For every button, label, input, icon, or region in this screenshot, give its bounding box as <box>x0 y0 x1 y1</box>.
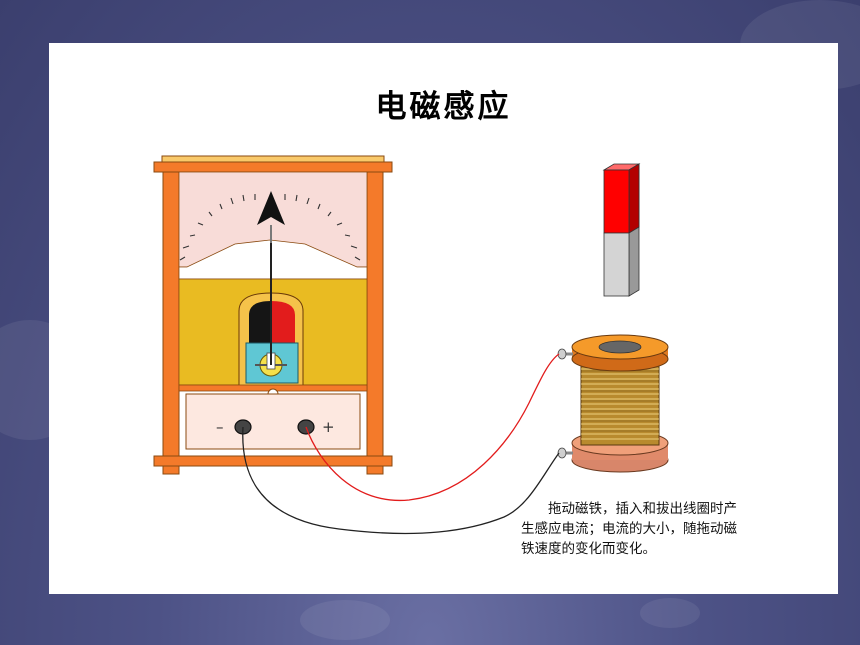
galvanometer-right-pillar <box>366 171 384 467</box>
horseshoe-magnet-black-pole <box>249 301 271 343</box>
galvanometer-top-bar <box>153 161 393 173</box>
galvanometer-top-cap <box>161 155 385 163</box>
black-wire <box>242 426 560 535</box>
galvanometer-bottom-bar <box>153 455 393 467</box>
coil-bottom-terminal <box>557 447 573 459</box>
galvanometer: – + <box>153 155 393 475</box>
magnet-north-pole <box>603 169 630 234</box>
slide: 电磁感应 <box>49 43 838 594</box>
dial-scale-ticks <box>179 194 361 261</box>
caption-text: 拖动磁铁，插入和拔出线圈时产生感应电流；电流的大小，随拖动磁铁速度的变化而变化。 <box>521 501 737 557</box>
horseshoe-magnet-red-pole <box>271 301 295 343</box>
slide-title: 电磁感应 <box>375 89 512 125</box>
plus-label: + <box>322 418 335 436</box>
minus-label: – <box>216 418 224 436</box>
magnet-south-pole <box>603 232 630 297</box>
coil-core-opening <box>598 340 642 354</box>
coil-top-terminal <box>557 348 573 360</box>
red-wire <box>305 353 560 501</box>
electromagnetic-induction-diagram: – + <box>153 155 669 535</box>
bar-magnet[interactable] <box>602 163 641 297</box>
needle-arrow-icon <box>257 191 285 225</box>
coil <box>557 334 669 473</box>
galvanometer-left-pillar <box>162 171 180 467</box>
terminal-panel <box>185 393 361 450</box>
